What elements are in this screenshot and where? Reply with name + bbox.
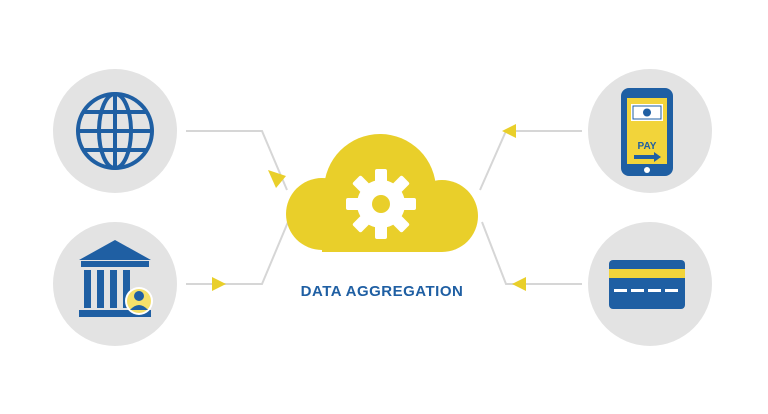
gear-icon [346,169,416,239]
bank-icon [79,240,151,317]
globe-icon [76,92,154,170]
connector-card [481,221,582,285]
source-card [588,222,712,346]
arrowheads [212,124,526,291]
arrow-right-icon [634,152,661,162]
connector-bank [186,221,289,285]
arrow-web-icon [268,170,286,188]
source-bank [53,222,177,346]
source-mobile-pay: PAY [588,69,712,193]
connector-mobile [479,130,582,191]
arrow-card-icon [512,277,526,291]
connector-web [186,130,288,191]
arrow-mobile-icon [502,124,516,138]
banker-avatar-icon [125,287,153,315]
credit-card-icon [609,260,685,309]
cloud-gear-icon [286,134,478,252]
arrow-bank-icon [212,277,226,291]
pay-label: PAY [638,141,657,152]
center-label: DATA AGGREGATION [300,283,464,300]
mobile-pay-icon: PAY [621,88,673,176]
source-web [53,69,177,193]
